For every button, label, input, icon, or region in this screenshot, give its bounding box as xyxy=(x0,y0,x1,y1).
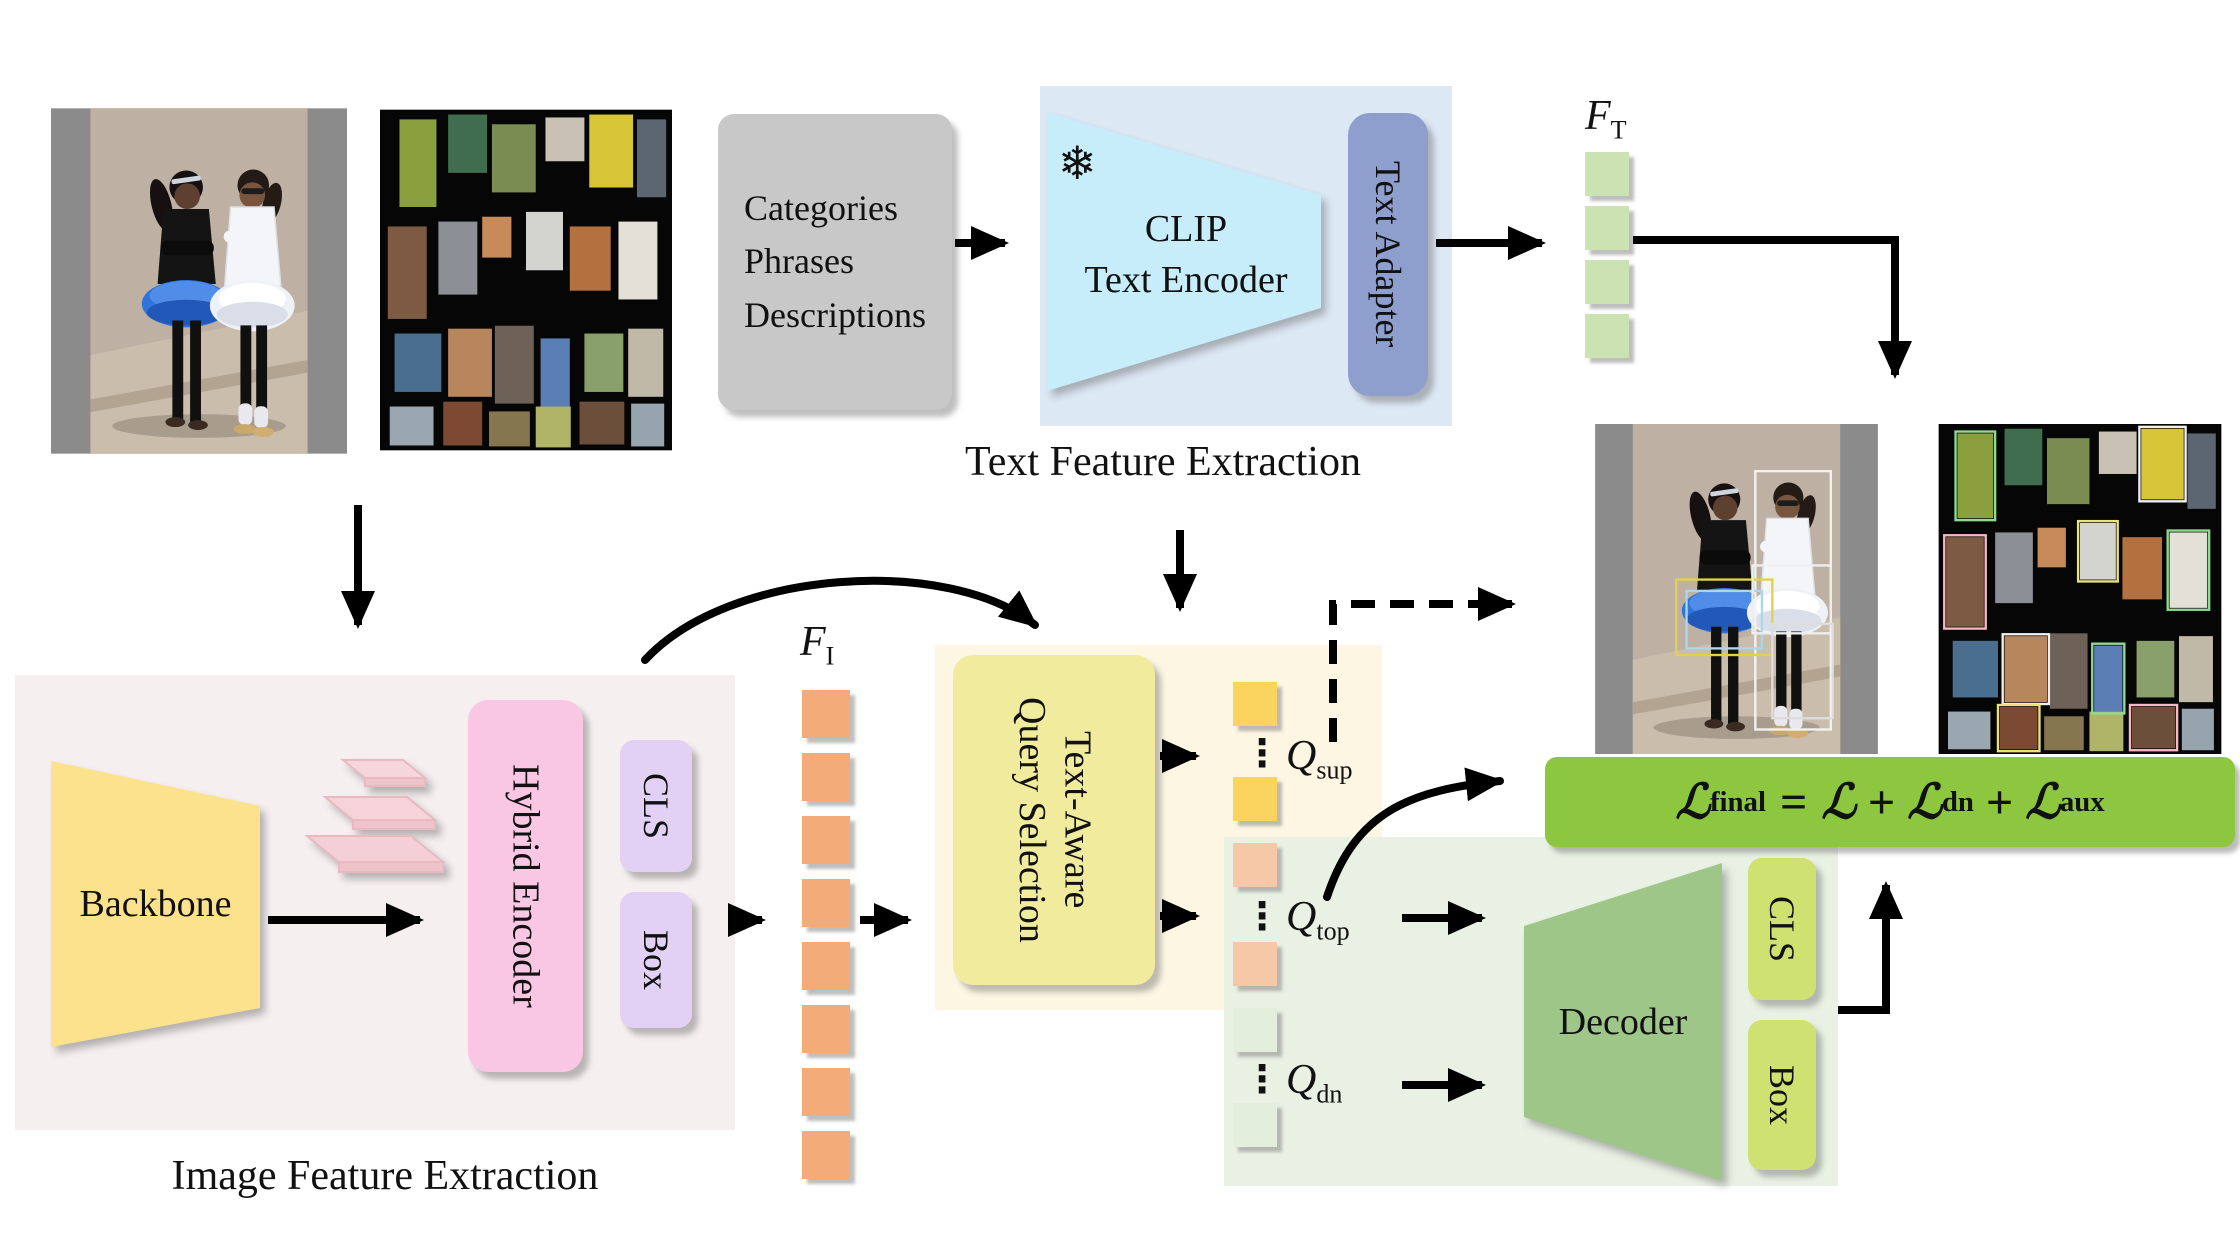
text-feature-token xyxy=(1585,206,1629,250)
text-feature-token xyxy=(1585,260,1629,304)
ellipsis-dots: ⋮ xyxy=(1243,894,1281,938)
ellipsis-dots: ⋮ xyxy=(1243,1057,1281,1101)
image-box-head: Box xyxy=(620,892,692,1028)
dn-query-token xyxy=(1233,1103,1277,1147)
image-feature-extraction-title: Image Feature Extraction xyxy=(171,1153,599,1199)
augmented-mosaic-photo xyxy=(380,105,672,460)
image-feature-token xyxy=(802,1131,850,1179)
decoder-trapezoid xyxy=(1524,863,1722,1181)
image-feature-token xyxy=(802,753,850,801)
text-feature-token xyxy=(1585,152,1629,196)
ellipsis-dots: ⋮ xyxy=(1243,731,1281,775)
dn-query-token xyxy=(1233,1008,1277,1052)
input-photo xyxy=(51,106,347,461)
detection-output-mosaic xyxy=(1927,424,2233,759)
text-aware-query-selection-box: Text-Aware Query Selection xyxy=(953,655,1155,985)
decoder-label: Decoder xyxy=(1558,1001,1688,1043)
text-input-box: Categories Phrases Descriptions xyxy=(718,114,952,410)
image-feature-token xyxy=(802,690,850,738)
clip-text-encoder-label: CLIP Text Encoder xyxy=(1084,208,1288,302)
backbone-label: Backbone xyxy=(79,883,232,925)
q-sup-label: Qsup xyxy=(1286,733,1353,785)
q-top-label: Qtop xyxy=(1286,894,1350,946)
image-feature-token xyxy=(802,816,850,864)
image-feature-token xyxy=(802,942,850,990)
decoder-box-head: Box xyxy=(1748,1020,1816,1170)
top-query-token xyxy=(1233,942,1277,986)
text-input-line: Phrases xyxy=(744,241,855,282)
frozen-snowflake-icon: ❄ xyxy=(1058,136,1097,190)
text-feature-extraction-title: Text Feature Extraction xyxy=(965,439,1361,485)
text-input-line: Categories xyxy=(744,188,898,229)
sup-query-token xyxy=(1233,682,1277,726)
ft-label: FT xyxy=(1585,93,1627,145)
clip-text-encoder-trapezoid xyxy=(1047,112,1321,391)
top-query-token xyxy=(1233,843,1277,887)
text-feature-token xyxy=(1585,314,1629,358)
image-feature-token xyxy=(802,1005,850,1053)
backbone-trapezoid xyxy=(51,761,260,1047)
text-adapter-box: Text Adapter xyxy=(1348,113,1428,396)
image-feature-token xyxy=(802,1068,850,1116)
fi-label: FI xyxy=(800,619,835,671)
feature-pyramid-icon xyxy=(304,759,446,873)
image-feature-token xyxy=(802,879,850,927)
sup-query-token xyxy=(1233,777,1277,821)
decoder-cls-head: CLS xyxy=(1748,858,1816,1000)
image-cls-head: CLS xyxy=(620,740,692,872)
detection-output-photo xyxy=(1568,424,1905,759)
text-input-line: Descriptions xyxy=(744,294,926,335)
q-dn-label: Qdn xyxy=(1286,1057,1343,1109)
hybrid-encoder-box: Hybrid Encoder xyxy=(468,700,583,1072)
